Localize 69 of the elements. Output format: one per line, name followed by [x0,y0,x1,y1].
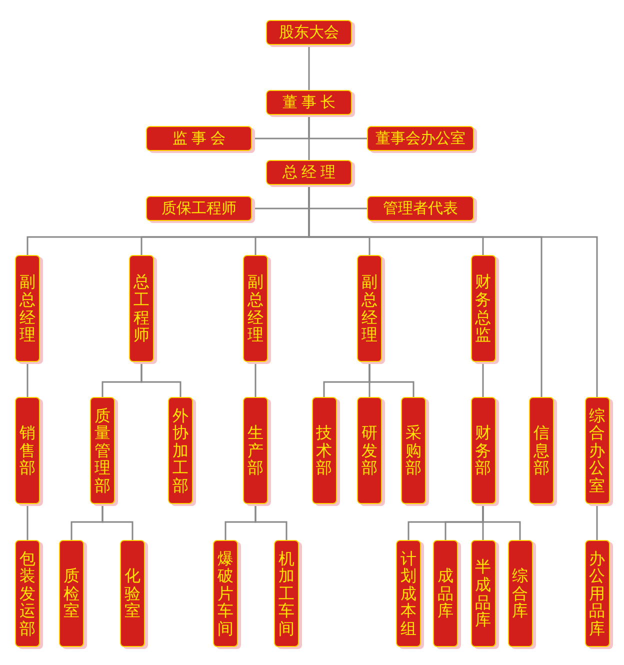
connector-line [26,362,28,397]
org-unit-label: 生产部 [248,424,264,477]
org-unit-label: 副总经理 [20,273,36,344]
org-unit-box [146,196,252,221]
org-unit-box [59,540,84,647]
org-unit-box [266,160,352,185]
org-unit-box [266,20,352,45]
org-unit-box [243,255,268,362]
org-unit-label: 总经理 [282,163,340,182]
org-unit-label: 财务总监 [475,273,491,344]
org-unit-label: 包装发运部 [20,550,36,638]
org-unit-label: 爆破片车间 [218,550,234,638]
org-unit-label: 财务部 [475,424,491,477]
org-unit-label: 半成品库 [475,558,491,629]
org-unit-box [15,540,40,647]
org-unit-label: 销售部 [20,424,36,477]
connector-line [140,362,182,397]
org-unit-label: 技术部 [316,424,332,477]
org-unit-box [529,397,554,504]
org-unit-label: 机加工车间 [278,550,294,638]
org-unit-box [396,540,421,647]
org-unit-label: 质检室 [64,567,80,620]
org-unit-label: 监事会 [172,129,230,148]
org-unit-box [357,255,382,362]
org-unit-box [433,540,458,647]
org-unit-box [357,397,382,504]
org-unit-label: 副总经理 [362,273,378,344]
connector-line [308,45,310,90]
org-unit-box [274,540,299,647]
org-unit-label: 股东大会 [279,23,339,42]
org-unit-label: 采购部 [406,424,422,477]
org-unit-box [401,397,426,504]
org-unit-label: 质保工程师 [162,199,236,218]
connector-line [596,504,598,540]
org-unit-box [266,90,352,115]
org-unit-box [367,196,474,221]
org-unit-box [168,397,193,504]
org-unit-box [367,126,474,151]
org-unit-label: 总工程师 [134,273,150,344]
org-unit-label: 综合办公室 [589,406,605,494]
org-unit-box [146,126,252,151]
org-unit-label: 副总经理 [248,273,264,344]
org-unit-box [15,397,40,504]
org-unit-box [15,255,40,362]
connector-line [308,115,310,160]
org-unit-box [213,540,238,647]
org-unit-label: 化验室 [124,567,140,620]
org-unit-label: 综合库 [512,567,528,620]
org-unit-label: 董事会办公室 [376,129,466,148]
connector-line [254,504,288,540]
connector-line [482,504,521,540]
connector-line [368,362,414,397]
org-unit-box [129,255,154,362]
connector-line [102,504,134,540]
org-unit-label: 信息部 [534,424,550,477]
org-unit-label: 董事长 [282,93,340,112]
org-unit-box [90,397,115,504]
org-unit-box [243,397,268,504]
org-unit-label: 管理者代表 [383,199,458,218]
org-unit-label: 办公用品库 [589,550,605,638]
connector-line [482,362,484,397]
org-unit-label: 成品库 [438,567,454,620]
org-unit-label: 计划成本组 [400,550,416,638]
connector-line [254,362,256,397]
org-unit-label: 研发部 [362,424,378,477]
connector-line [26,504,28,540]
org-unit-label: 质量管理部 [94,406,110,494]
org-unit-label: 外协加工部 [172,406,188,494]
org-unit-box [120,540,145,647]
